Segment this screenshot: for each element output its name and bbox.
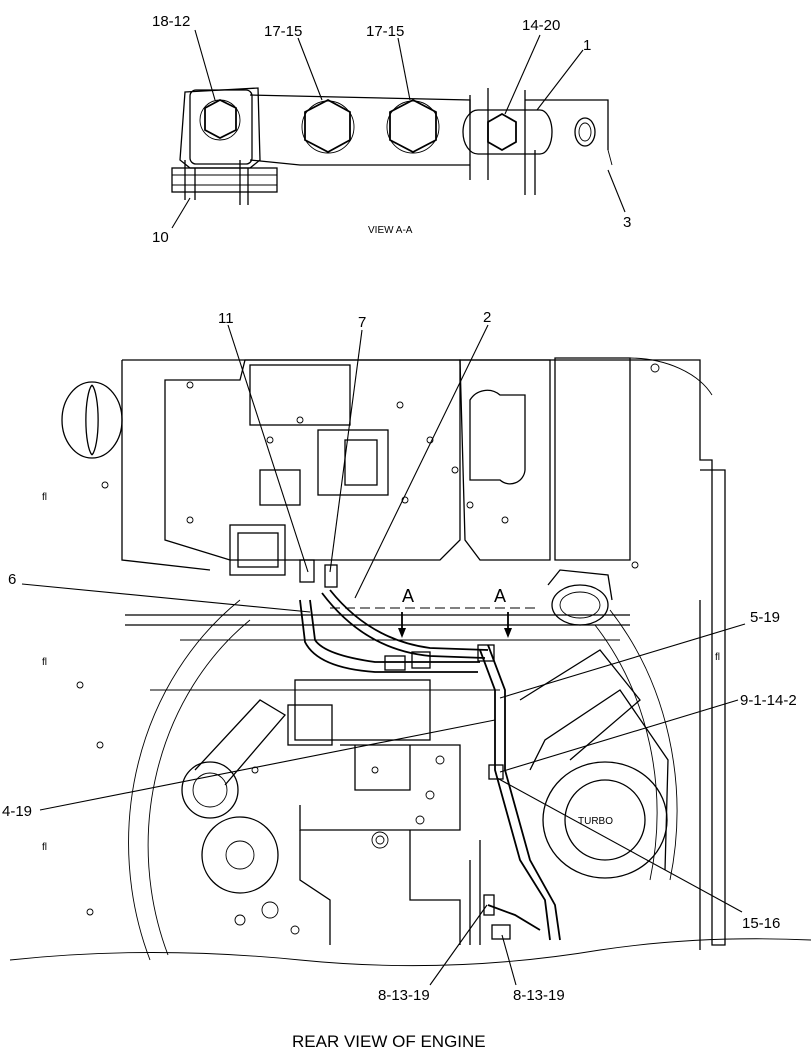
callout-8-13-19-left: 8-13-19: [378, 987, 430, 1004]
callout-15-16: 15-16: [742, 915, 780, 932]
hex-nut-17-15-b: [389, 98, 437, 154]
section-letter-a-left: A: [402, 586, 414, 606]
figure-caption: REAR VIEW OF ENGINE: [292, 1032, 486, 1051]
ref-marks: fl fl fl fl: [42, 492, 720, 853]
section-a-marker: A A: [330, 586, 540, 638]
view-aa-detail: 18-12 17-15 17-15 14-20 1 10 3 VIEW A-A: [152, 13, 631, 246]
callout-7: 7: [358, 314, 366, 331]
callout-14-20: 14-20: [522, 17, 560, 34]
svg-text:fl: fl: [715, 652, 720, 663]
callout-8-13-19-right: 8-13-19: [513, 987, 565, 1004]
view-aa-title: VIEW A-A: [368, 225, 413, 236]
hex-nut-18-12: [204, 98, 237, 140]
callout-17-15-b: 17-15: [366, 23, 404, 40]
callout-4-19: 4-19: [2, 803, 32, 820]
callout-6: 6: [8, 571, 16, 588]
callout-10: 10: [152, 229, 169, 246]
svg-text:fl: fl: [42, 842, 47, 853]
callout-18-12: 18-12: [152, 13, 190, 30]
svg-text:fl: fl: [42, 657, 47, 668]
turbo-label: TURBO: [578, 816, 613, 827]
callout-5-19: 5-19: [750, 609, 780, 626]
svg-text:fl: fl: [42, 492, 47, 503]
bolt-holes: [76, 363, 660, 935]
hex-nut-17-15-a: [304, 98, 351, 154]
callout-11: 11: [218, 310, 234, 327]
section-letter-a-right: A: [494, 586, 506, 606]
callout-17-15-a: 17-15: [264, 23, 302, 40]
hex-nut-14-20: [487, 112, 517, 152]
callout-1: 1: [583, 37, 591, 54]
callout-2: 2: [483, 309, 491, 326]
leader-lines: [21, 324, 746, 986]
callout-3: 3: [623, 214, 631, 231]
turbocharger: TURBO: [519, 649, 669, 879]
callout-9-1-14-2: 9-1-14-2: [740, 692, 797, 709]
rear-view-main: TURBO A A fl fl fl fl: [9, 357, 811, 967]
